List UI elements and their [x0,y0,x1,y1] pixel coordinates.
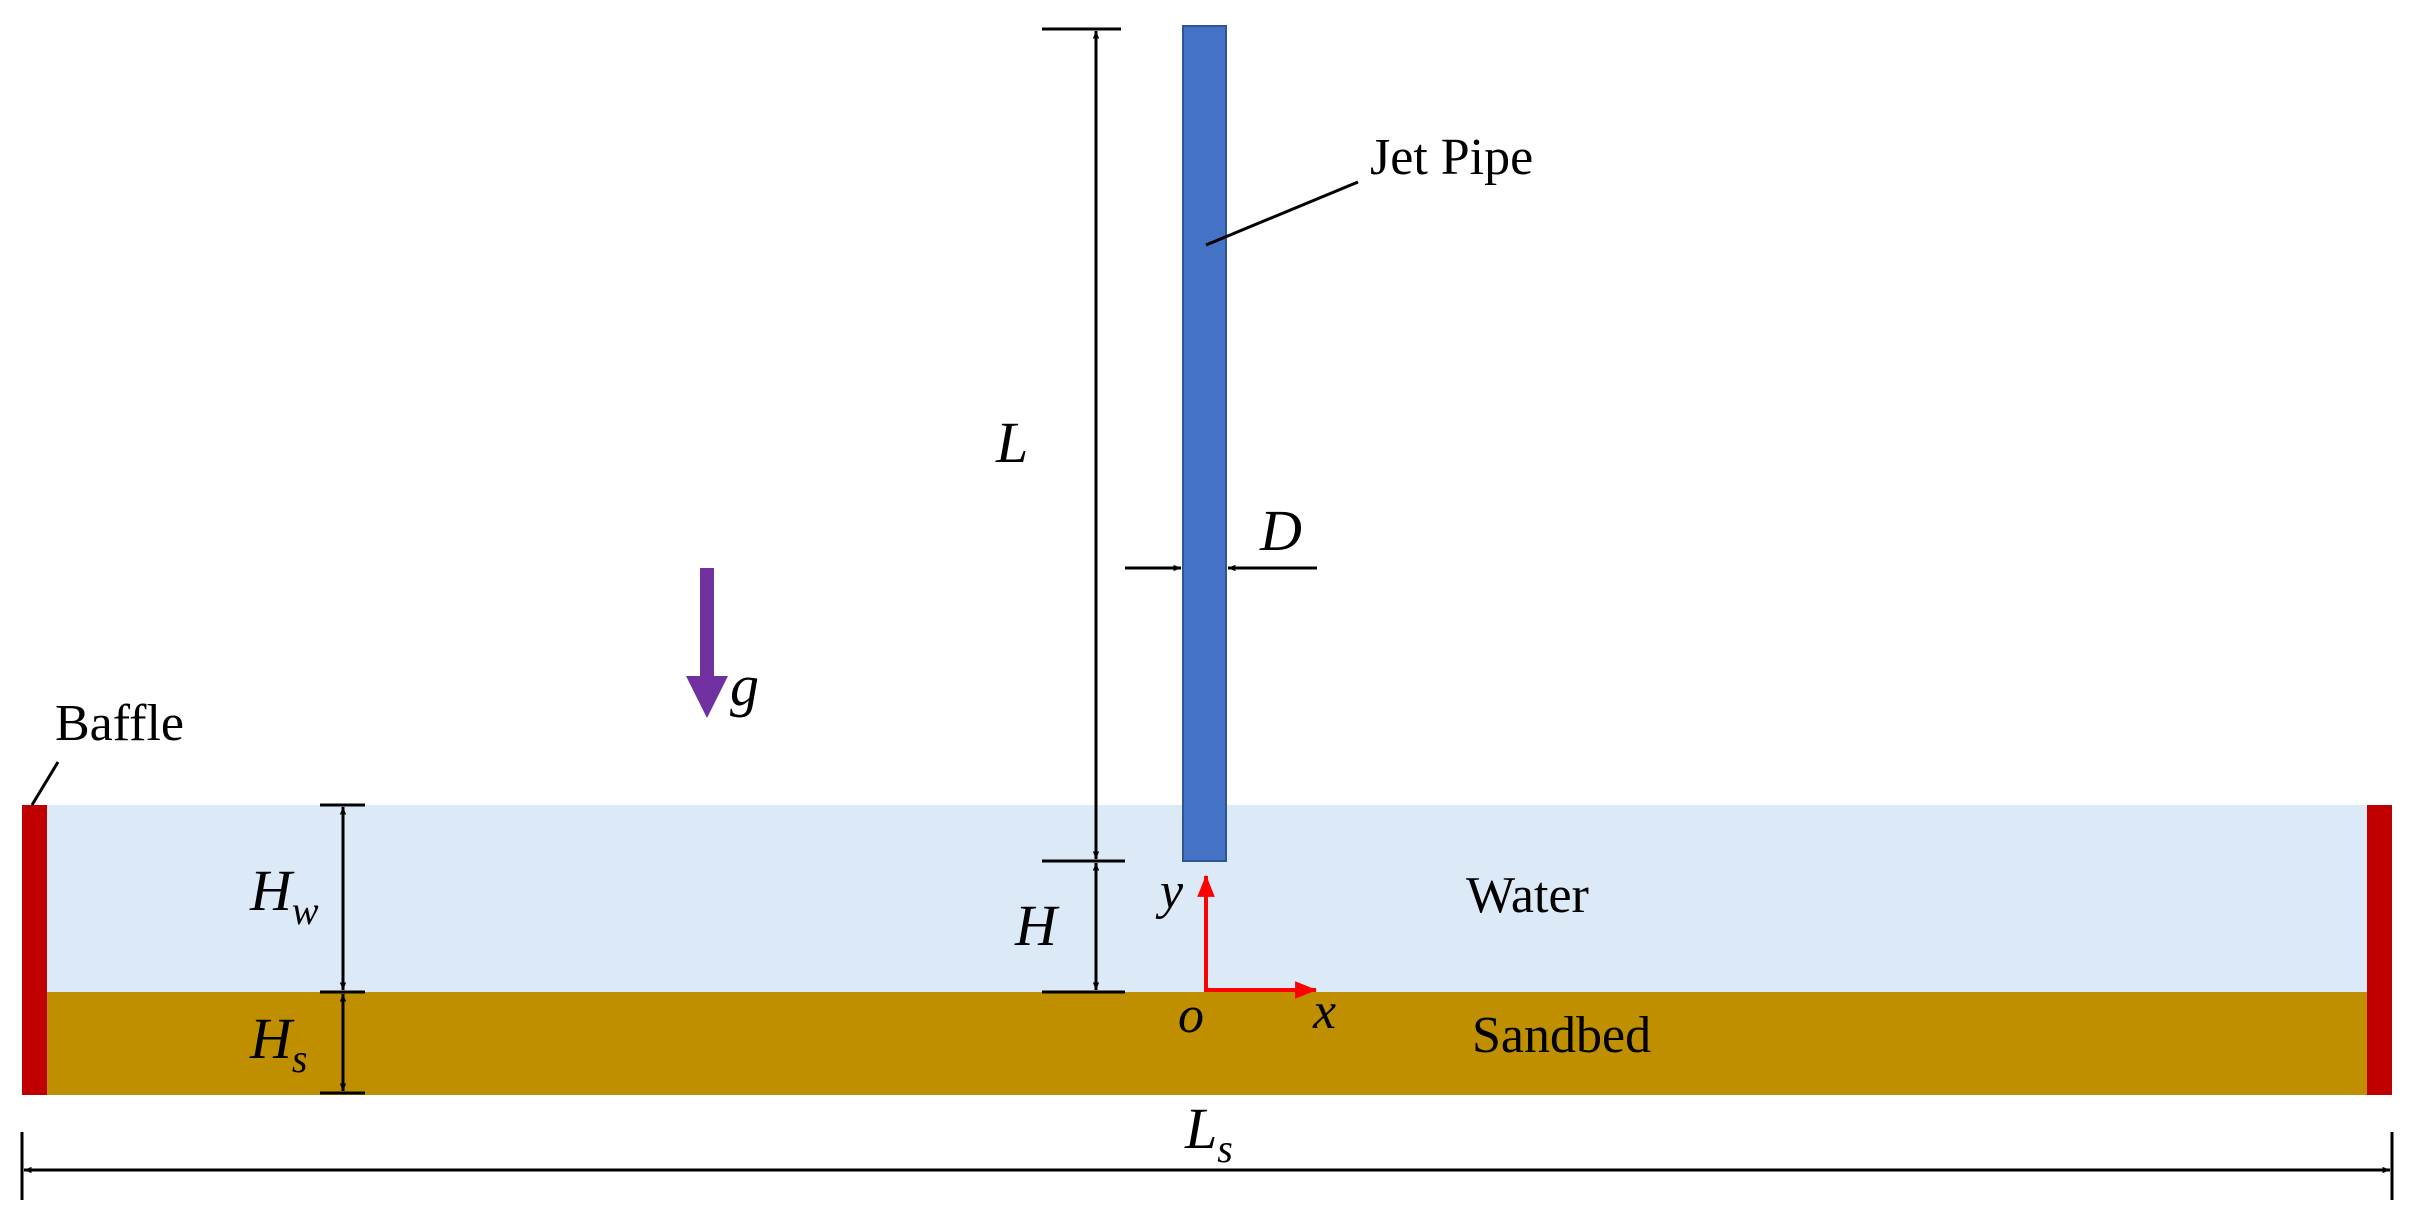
baffle-label: Baffle [55,695,184,752]
water-depth-label-sub: w [292,888,319,933]
water-depth-label: Hw [249,858,319,933]
right-baffle [2367,805,2392,1095]
jet-pipe [1182,25,1227,862]
water-depth-label-main: H [249,858,295,923]
gravity-label: g [730,653,759,718]
gravity-arrow-shaft [700,568,714,680]
sand-depth-label-main: H [249,1006,295,1071]
domain-length-label-main: L [1184,1096,1217,1161]
pipe-diameter-label: D [1259,498,1302,563]
sandbed-region [22,992,2392,1095]
x-axis-label: x [1312,983,1336,1040]
domain-length-label: Ls [1184,1096,1233,1171]
baffle-leader-line [30,761,60,806]
domain-length-label-sub: s [1217,1126,1233,1171]
origin-label: o [1178,987,1204,1044]
jet-height-label: H [1014,893,1060,958]
sand-depth-label-sub: s [292,1036,308,1081]
left-baffle [22,805,47,1095]
sand-depth-label: Hs [249,1006,307,1081]
sandbed-label: Sandbed [1472,1007,1651,1064]
gravity-arrow-head [686,676,728,718]
jet-pipe-label: Jet Pipe [1370,129,1533,186]
water-label: Water [1466,867,1589,924]
y-axis-label: y [1155,863,1184,920]
jet-pipe-leader-line [1205,180,1359,247]
pipe-length-label: L [995,410,1028,475]
